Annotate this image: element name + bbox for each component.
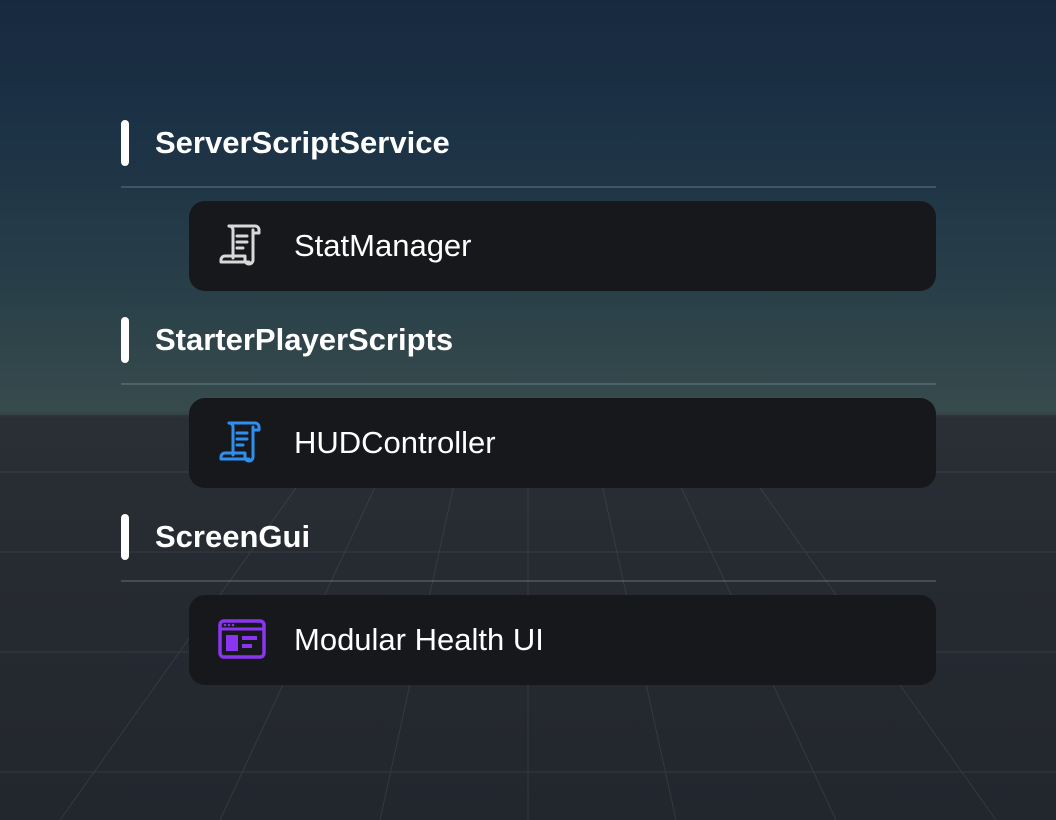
section-accent-bar (121, 317, 129, 363)
section-server-script-service: ServerScriptService StatManager (121, 120, 936, 291)
tree-item-stat-manager[interactable]: StatManager (189, 201, 936, 291)
section-header[interactable]: ServerScriptService (121, 120, 936, 188)
section-screen-gui: ScreenGui Modular Health UI (121, 514, 936, 685)
section-starter-player-scripts: StarterPlayerScripts HUDController (121, 317, 936, 488)
section-title: StarterPlayerScripts (155, 322, 454, 357)
tree-item-label: StatManager (294, 228, 472, 263)
tree-item-modular-health-ui[interactable]: Modular Health UI (189, 595, 936, 685)
tree-item-label: HUDController (294, 425, 496, 460)
section-title: ServerScriptService (155, 125, 450, 160)
section-header[interactable]: ScreenGui (121, 514, 936, 582)
section-accent-bar (121, 514, 129, 560)
gui-frame-icon (217, 616, 267, 664)
section-accent-bar (121, 120, 129, 166)
local-script-icon (217, 419, 267, 467)
section-title: ScreenGui (155, 519, 311, 554)
tree-item-label: Modular Health UI (294, 622, 544, 657)
section-header[interactable]: StarterPlayerScripts (121, 317, 936, 385)
script-icon (217, 222, 267, 270)
explorer-tree: ServerScriptService StatManager (121, 120, 936, 685)
tree-item-hud-controller[interactable]: HUDController (189, 398, 936, 488)
